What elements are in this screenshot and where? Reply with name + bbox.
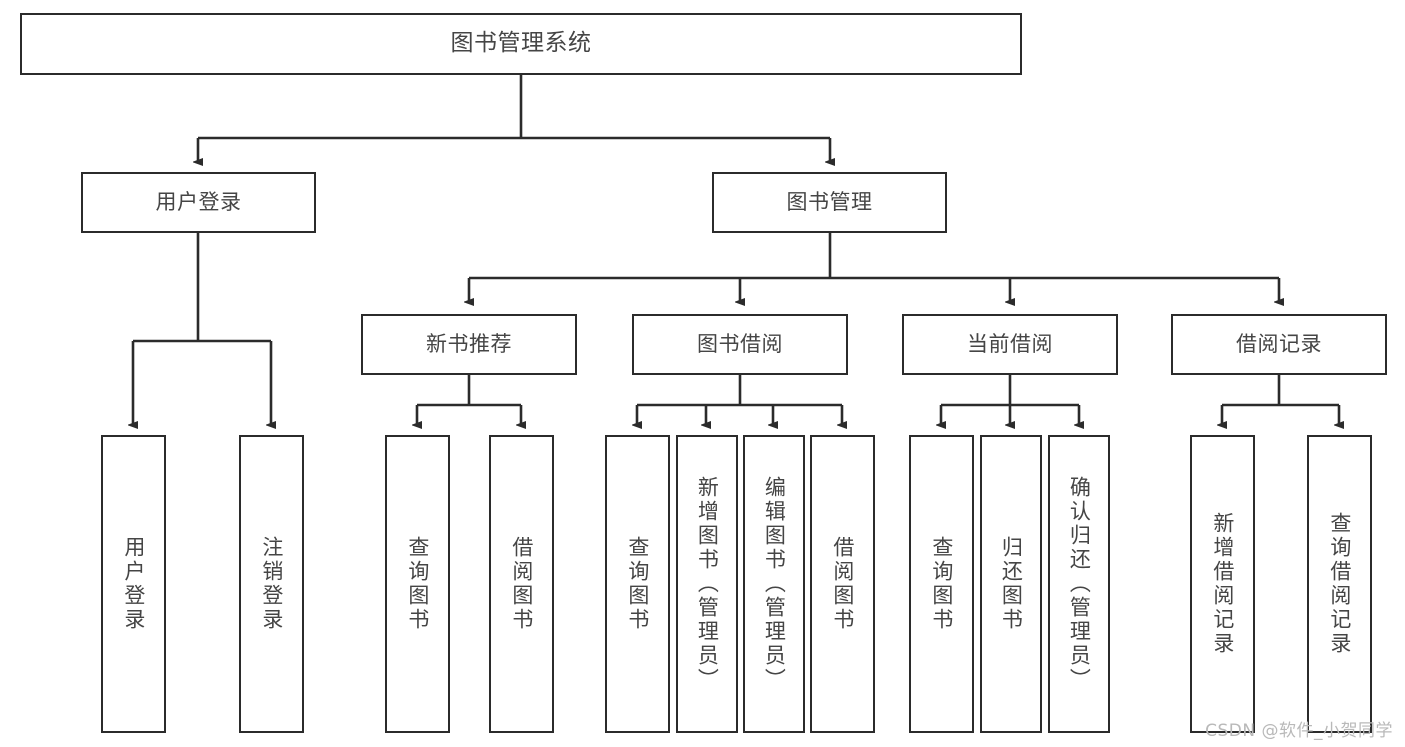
leaf-query-book-recommend[interactable]: 查询图书 — [385, 435, 450, 733]
leaf-query-book-current[interactable]: 查询图书 — [909, 435, 974, 733]
node-label: 图书管理 — [786, 189, 873, 214]
node-current-borrow[interactable]: 当前借阅 — [902, 314, 1118, 375]
node-label: 图书借阅 — [697, 331, 783, 356]
node-label: 新增图书（管理员） — [695, 476, 720, 692]
node-label: 确认归还（管理员） — [1067, 476, 1092, 692]
node-label: 借阅记录 — [1236, 331, 1322, 356]
node-label: 借阅图书 — [509, 536, 534, 632]
leaf-borrow-book[interactable]: 借阅图书 — [810, 435, 875, 733]
node-label: 查询图书 — [625, 536, 650, 632]
node-book-management[interactable]: 图书管理 — [712, 172, 947, 233]
leaf-query-borrow-record[interactable]: 查询借阅记录 — [1307, 435, 1372, 733]
node-user-login[interactable]: 用户登录 — [81, 172, 316, 233]
leaf-confirm-return-admin[interactable]: 确认归还（管理员） — [1048, 435, 1110, 733]
node-label: 当前借阅 — [967, 331, 1053, 356]
leaf-logout[interactable]: 注销登录 — [239, 435, 304, 733]
leaf-user-login[interactable]: 用户登录 — [101, 435, 166, 733]
leaf-add-borrow-record[interactable]: 新增借阅记录 — [1190, 435, 1255, 733]
leaf-edit-book-admin[interactable]: 编辑图书（管理员） — [743, 435, 805, 733]
node-borrow-records[interactable]: 借阅记录 — [1171, 314, 1387, 375]
node-label: 图书管理系统 — [450, 30, 592, 57]
node-label: 查询图书 — [405, 536, 430, 632]
csdn-watermark: CSDN @软件_小贺同学 — [1205, 721, 1393, 741]
node-label: 查询图书 — [929, 536, 954, 632]
leaf-add-book-admin[interactable]: 新增图书（管理员） — [676, 435, 738, 733]
node-book-borrow[interactable]: 图书借阅 — [632, 314, 848, 375]
node-label: 注销登录 — [259, 536, 284, 632]
node-label: 用户登录 — [155, 189, 242, 214]
node-label: 用户登录 — [121, 536, 146, 632]
node-label: 编辑图书（管理员） — [762, 476, 787, 692]
node-label: 查询借阅记录 — [1327, 512, 1352, 656]
node-label: 归还图书 — [999, 536, 1024, 632]
leaf-return-book[interactable]: 归还图书 — [980, 435, 1042, 733]
leaf-query-book-borrow[interactable]: 查询图书 — [605, 435, 670, 733]
node-label: 新增借阅记录 — [1210, 512, 1235, 656]
node-label: 借阅图书 — [830, 536, 855, 632]
node-label: 新书推荐 — [426, 331, 512, 356]
leaf-borrow-book-recommend[interactable]: 借阅图书 — [489, 435, 554, 733]
node-root-system[interactable]: 图书管理系统 — [20, 13, 1022, 75]
node-new-book-recommend[interactable]: 新书推荐 — [361, 314, 577, 375]
